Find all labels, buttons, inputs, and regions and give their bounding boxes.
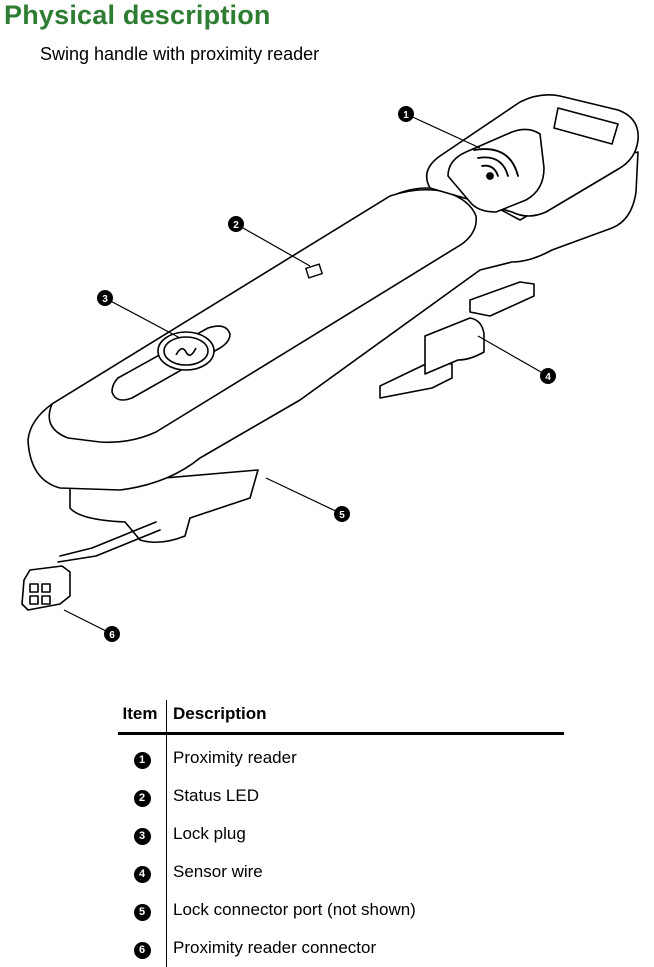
reader-label-window bbox=[553, 107, 619, 145]
numbered-bullet-icon: 6 bbox=[133, 941, 151, 959]
connector-pin-2 bbox=[41, 583, 51, 593]
key-plug-icon bbox=[175, 347, 197, 356]
table-header-row: Item Description bbox=[118, 700, 564, 734]
lock-plug bbox=[157, 331, 215, 371]
table-row: 5 Lock connector port (not shown) bbox=[118, 891, 564, 929]
leader-6 bbox=[63, 609, 113, 635]
callout-5: 5 bbox=[334, 506, 350, 522]
numbered-bullet-icon: 2 bbox=[133, 789, 151, 807]
callout-6-number: 6 bbox=[109, 630, 115, 641]
leader-1 bbox=[405, 113, 481, 149]
item-description-table: Item Description 1 Proximity reader 2 St… bbox=[118, 700, 564, 967]
callout-2-number: 2 bbox=[233, 220, 239, 231]
table-row: 4 Sensor wire bbox=[118, 853, 564, 891]
cable-2 bbox=[59, 521, 157, 557]
numbered-bullet-icon: 5 bbox=[133, 903, 151, 921]
connector-pin-3 bbox=[29, 595, 39, 605]
row-description: Lock plug bbox=[173, 824, 246, 843]
cable bbox=[57, 529, 161, 563]
column-header-description: Description bbox=[173, 704, 267, 723]
page-subtitle: Swing handle with proximity reader bbox=[40, 44, 320, 64]
leader-4 bbox=[477, 335, 549, 377]
table-row: 3 Lock plug bbox=[118, 815, 564, 853]
page-title: Physical description bbox=[4, 0, 271, 30]
callout-3: 3 bbox=[97, 290, 113, 306]
swing-handle-illustration: 1 2 3 4 5 6 bbox=[21, 94, 639, 642]
callout-2: 2 bbox=[228, 216, 244, 232]
callout-4: 4 bbox=[540, 368, 556, 384]
table-row: 6 Proximity reader connector bbox=[118, 929, 564, 967]
leader-5 bbox=[265, 477, 343, 515]
connector-pin-4 bbox=[41, 595, 51, 605]
row-description: Sensor wire bbox=[173, 862, 263, 881]
callout-1-number: 1 bbox=[403, 110, 409, 121]
callout-6: 6 bbox=[104, 626, 120, 642]
row-description: Proximity reader connector bbox=[173, 938, 377, 957]
table-row: 1 Proximity reader bbox=[118, 733, 564, 777]
callout-5-number: 5 bbox=[339, 510, 345, 521]
row-description: Proximity reader bbox=[173, 748, 297, 767]
numbered-bullet-icon: 4 bbox=[133, 865, 151, 883]
rfid-waves-icon bbox=[473, 148, 519, 180]
mid-bracket bbox=[424, 317, 485, 375]
numbered-bullet-icon: 3 bbox=[133, 827, 151, 845]
connector-pin-1 bbox=[29, 583, 39, 593]
row-description: Status LED bbox=[173, 786, 259, 805]
callout-1: 1 bbox=[398, 106, 414, 122]
row-description: Lock connector port (not shown) bbox=[173, 900, 416, 919]
leader-3 bbox=[104, 297, 181, 339]
numbered-bullet-icon: 1 bbox=[133, 751, 151, 769]
column-header-item: Item bbox=[118, 700, 167, 734]
leader-2 bbox=[235, 223, 311, 267]
callout-3-number: 3 bbox=[102, 294, 108, 305]
callout-4-number: 4 bbox=[545, 372, 551, 383]
table-row: 2 Status LED bbox=[118, 777, 564, 815]
rear-bracket bbox=[469, 281, 535, 317]
status-led bbox=[304, 263, 324, 279]
